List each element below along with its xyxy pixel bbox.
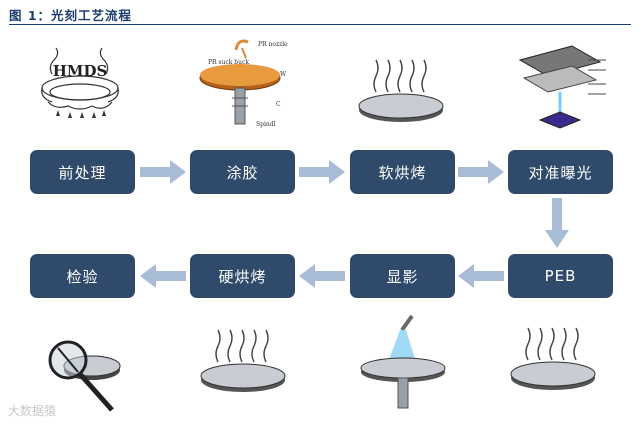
- arrow-left-icon: [458, 264, 504, 288]
- step-coating: 涂胶: [190, 150, 295, 194]
- chuck-label: C: [276, 101, 281, 108]
- step-peb: PEB: [508, 254, 613, 298]
- watermark: 大数据猿: [8, 404, 57, 418]
- step-hard-bake: 硬烘烤: [190, 254, 295, 298]
- figure-title: 图 1：光刻工艺流程: [9, 8, 133, 23]
- step-pretreatment: 前处理: [30, 150, 135, 194]
- hmds-illustration: HMDS: [41, 47, 119, 118]
- hotplate-illustration-soft-bake: [358, 59, 444, 122]
- hmds-label: HMDS: [53, 62, 108, 80]
- nozzle-label: PR nozzle: [258, 41, 288, 48]
- spin-coater-illustration: PR suck buck PR nozzle W C Spindl: [199, 39, 288, 128]
- title-divider: [9, 24, 631, 25]
- wafer-label: W: [280, 71, 287, 78]
- step-align-exposure: 对准曝光: [508, 150, 613, 194]
- hotplate-illustration-peb: [510, 327, 596, 390]
- arrow-down-icon: [545, 198, 569, 248]
- step-soft-bake: 软烘烤: [350, 150, 455, 194]
- magnifier-inspection-illustration: [48, 340, 121, 412]
- arrow-right-icon: [140, 160, 186, 184]
- developer-dispense-illustration: [360, 314, 446, 409]
- spindle-label: Spindl: [256, 121, 276, 128]
- hotplate-illustration-hard-bake: [200, 329, 286, 392]
- exposure-illustration: [518, 45, 606, 129]
- arrow-left-icon: [299, 264, 345, 288]
- arrow-left-icon: [140, 264, 186, 288]
- step-develop: 显影: [350, 254, 455, 298]
- arrow-right-icon: [458, 160, 504, 184]
- step-inspection: 检验: [30, 254, 135, 298]
- arrow-right-icon: [299, 160, 345, 184]
- vacuum-chuck-label: PR suck buck: [208, 59, 249, 66]
